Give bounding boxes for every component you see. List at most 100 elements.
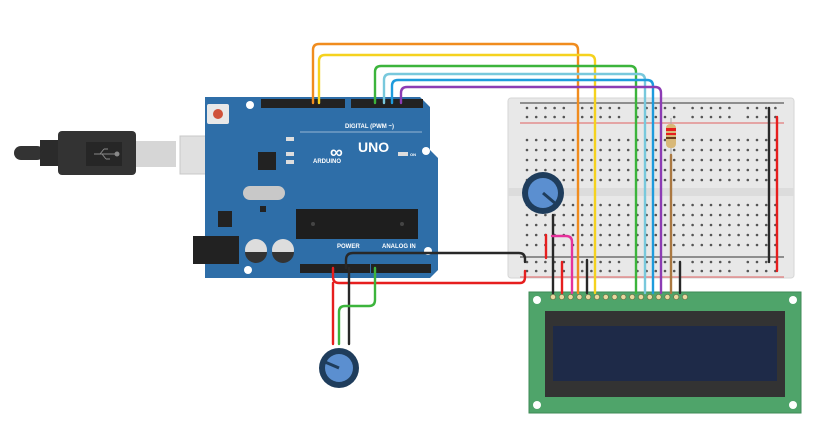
breadboard-hole[interactable] — [663, 233, 667, 237]
breadboard-hole[interactable] — [580, 243, 584, 247]
rail-hole[interactable] — [599, 269, 602, 273]
rail-hole[interactable] — [718, 260, 722, 264]
breadboard-hole[interactable] — [654, 223, 658, 227]
breadboard-hole[interactable] — [700, 138, 704, 142]
breadboard-hole[interactable] — [746, 158, 750, 162]
breadboard-hole[interactable] — [700, 223, 704, 227]
breadboard-hole[interactable] — [562, 138, 566, 142]
breadboard-hole[interactable] — [700, 168, 704, 172]
breadboard-hole[interactable] — [718, 223, 722, 227]
rail-hole[interactable] — [562, 106, 566, 110]
wire-yellow[interactable] — [317, 53, 597, 295]
breadboard-hole[interactable] — [663, 168, 667, 172]
breadboard-hole[interactable] — [599, 223, 602, 227]
breadboard-hole[interactable] — [608, 178, 612, 182]
breadboard-hole[interactable] — [534, 158, 538, 162]
rail-hole[interactable] — [534, 269, 538, 273]
breadboard-hole[interactable] — [709, 138, 713, 142]
breadboard-hole[interactable] — [691, 158, 694, 162]
breadboard-hole[interactable] — [562, 158, 566, 162]
breadboard-hole[interactable] — [608, 213, 612, 217]
breadboard-hole[interactable] — [617, 243, 621, 247]
rail-hole[interactable] — [746, 115, 750, 119]
rail-hole[interactable] — [764, 260, 768, 264]
rail-hole[interactable] — [764, 269, 768, 273]
breadboard-hole[interactable] — [764, 148, 768, 152]
rail-hole[interactable] — [525, 115, 529, 119]
rail-hole[interactable] — [728, 269, 731, 273]
breadboard-hole[interactable] — [553, 168, 556, 172]
breadboard-hole[interactable] — [691, 178, 694, 182]
breadboard-hole[interactable] — [534, 213, 538, 217]
breadboard-hole[interactable] — [737, 148, 740, 152]
breadboard-hole[interactable] — [737, 243, 740, 247]
breadboard-hole[interactable] — [617, 168, 621, 172]
breadboard-hole[interactable] — [755, 138, 759, 142]
rail-hole[interactable] — [553, 106, 556, 110]
breadboard-hole[interactable] — [700, 148, 704, 152]
breadboard-hole[interactable] — [709, 148, 713, 152]
breadboard-hole[interactable] — [737, 178, 740, 182]
breadboard-hole[interactable] — [672, 213, 676, 217]
rail-hole[interactable] — [608, 260, 612, 264]
breadboard-hole[interactable] — [746, 243, 750, 247]
breadboard-hole[interactable] — [617, 158, 621, 162]
breadboard-hole[interactable] — [718, 233, 722, 237]
wire-black[interactable] — [344, 251, 527, 270]
breadboard-hole[interactable] — [755, 223, 759, 227]
breadboard-hole[interactable] — [571, 178, 575, 182]
breadboard-hole[interactable] — [663, 203, 667, 207]
rail-hole[interactable] — [691, 269, 694, 273]
rail-hole[interactable] — [654, 269, 658, 273]
breadboard-hole[interactable] — [525, 243, 529, 247]
breadboard-hole[interactable] — [737, 233, 740, 237]
breadboard-hole[interactable] — [599, 158, 602, 162]
breadboard-hole[interactable] — [709, 203, 713, 207]
breadboard-hole[interactable] — [663, 213, 667, 217]
breadboard-hole[interactable] — [728, 148, 731, 152]
breadboard-hole[interactable] — [663, 223, 667, 227]
breadboard-hole[interactable] — [590, 138, 593, 142]
breadboard-hole[interactable] — [700, 203, 704, 207]
breadboard-hole[interactable] — [562, 203, 566, 207]
rail-hole[interactable] — [544, 115, 547, 119]
breadboard-hole[interactable] — [737, 213, 740, 217]
rail-hole[interactable] — [718, 115, 722, 119]
breadboard-hole[interactable] — [590, 178, 593, 182]
lcd-pin[interactable] — [673, 294, 680, 300]
breadboard-hole[interactable] — [691, 223, 694, 227]
breadboard-hole[interactable] — [764, 213, 768, 217]
breadboard-hole[interactable] — [599, 168, 602, 172]
rail-hole[interactable] — [544, 269, 547, 273]
breadboard-hole[interactable] — [755, 148, 759, 152]
breadboard-hole[interactable] — [654, 243, 658, 247]
breadboard-hole[interactable] — [691, 233, 694, 237]
rail-hole[interactable] — [709, 260, 713, 264]
breadboard-hole[interactable] — [626, 178, 630, 182]
breadboard-hole[interactable] — [534, 168, 538, 172]
breadboard-hole[interactable] — [534, 138, 538, 142]
breadboard-hole[interactable] — [599, 203, 602, 207]
rail-hole[interactable] — [617, 260, 621, 264]
breadboard-hole[interactable] — [718, 243, 722, 247]
rail-hole[interactable] — [709, 115, 713, 119]
breadboard-hole[interactable] — [544, 223, 547, 227]
rail-hole[interactable] — [728, 106, 731, 110]
breadboard-hole[interactable] — [571, 168, 575, 172]
breadboard-hole[interactable] — [728, 178, 731, 182]
breadboard-hole[interactable] — [682, 203, 685, 207]
breadboard-hole[interactable] — [728, 243, 731, 247]
breadboard-hole[interactable] — [764, 138, 768, 142]
breadboard-hole[interactable] — [590, 168, 593, 172]
lcd-pin[interactable] — [602, 294, 609, 300]
breadboard-hole[interactable] — [728, 158, 731, 162]
rail-hole[interactable] — [525, 260, 529, 264]
breadboard-hole[interactable] — [544, 148, 547, 152]
rail-hole[interactable] — [608, 106, 612, 110]
breadboard-hole[interactable] — [709, 178, 713, 182]
breadboard-hole[interactable] — [590, 243, 593, 247]
rail-hole[interactable] — [534, 115, 538, 119]
lcd-pin[interactable] — [655, 294, 662, 300]
breadboard-hole[interactable] — [525, 138, 529, 142]
breadboard-potentiometer[interactable] — [522, 172, 564, 214]
